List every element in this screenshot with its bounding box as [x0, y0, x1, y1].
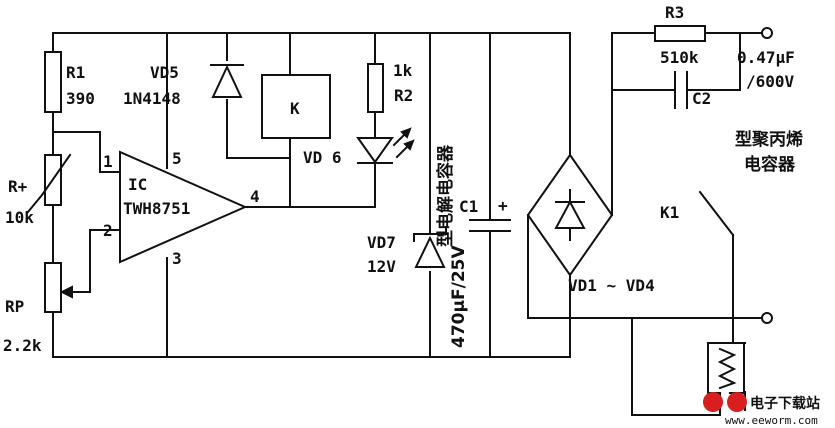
ic-pin3-label: 3	[172, 249, 182, 268]
ic-ref-label: IC	[128, 175, 147, 194]
rp-ref-label: RP	[5, 297, 24, 316]
c2-ref-label: C2	[692, 89, 711, 108]
r-plus-value-label: 10k	[5, 208, 34, 227]
heater-symbol	[707, 342, 745, 394]
k1-ref-label: K1	[660, 203, 679, 222]
r3-symbol	[654, 25, 706, 42]
vd5-part-label: 1N4148	[123, 89, 181, 108]
ic-part-label: TWH8751	[123, 199, 190, 218]
relay-k-symbol	[261, 74, 331, 139]
rp-value-label: 2.2k	[3, 336, 42, 355]
vd7-symbol	[413, 226, 447, 268]
r1-value-label: 390	[66, 89, 95, 108]
c1-value-label: 470μF/25V	[449, 245, 469, 348]
ic-pin5-label: 5	[172, 149, 182, 168]
c2-type1-label: 型聚丙烯	[735, 129, 803, 150]
c2-value2-label: /600V	[746, 72, 795, 91]
k1-switch-symbol	[698, 190, 735, 237]
ic-symbol	[119, 150, 248, 264]
r-plus-symbol	[26, 153, 72, 214]
relay-k-label: K	[290, 99, 300, 118]
c1-ref-label: C1	[459, 197, 478, 216]
vd5-ref-label: VD5	[150, 63, 179, 82]
r1-ref-label: R1	[66, 63, 85, 82]
bridge-ref-label: VD1 ~ VD4	[568, 276, 655, 295]
vd5-symbol	[210, 64, 244, 98]
watermark-logo	[703, 389, 747, 412]
r2-symbol	[367, 63, 384, 113]
c2-type2-label: 电容器	[744, 154, 796, 175]
watermark-url: www.eeworm.com	[725, 414, 818, 427]
terminal-top-symbol	[761, 27, 773, 39]
ic-pin2-label: 2	[103, 221, 113, 240]
r-plus-ref-label: R+	[8, 177, 28, 196]
r3-ref-label: R3	[665, 3, 684, 22]
r1-symbol	[44, 51, 62, 113]
bridge-symbol	[526, 153, 614, 277]
vd6-symbol	[356, 127, 415, 164]
r2-value-label: 1k	[393, 61, 413, 80]
r3-value-label: 510k	[660, 48, 699, 67]
wires	[52, 32, 771, 416]
c1-polarity-label: +	[498, 196, 508, 215]
terminal-bottom-symbol	[761, 312, 773, 324]
watermark-logo-text: 电子下载站	[750, 395, 820, 412]
ic-pin1-label: 1	[103, 152, 113, 171]
ic-pin4-label: 4	[250, 187, 260, 206]
c2-symbol	[674, 71, 688, 109]
r2-ref-label: R2	[394, 86, 413, 105]
vd7-ref-label: VD7	[367, 233, 396, 252]
vd7-value-label: 12V	[367, 257, 396, 276]
c2-value1-label: 0.47μF	[737, 48, 795, 67]
rp-symbol	[44, 262, 73, 313]
c1-type-label: 型电解电容器	[435, 144, 456, 247]
vd6-ref-label: VD 6	[303, 148, 342, 167]
c1-symbol	[469, 219, 511, 232]
